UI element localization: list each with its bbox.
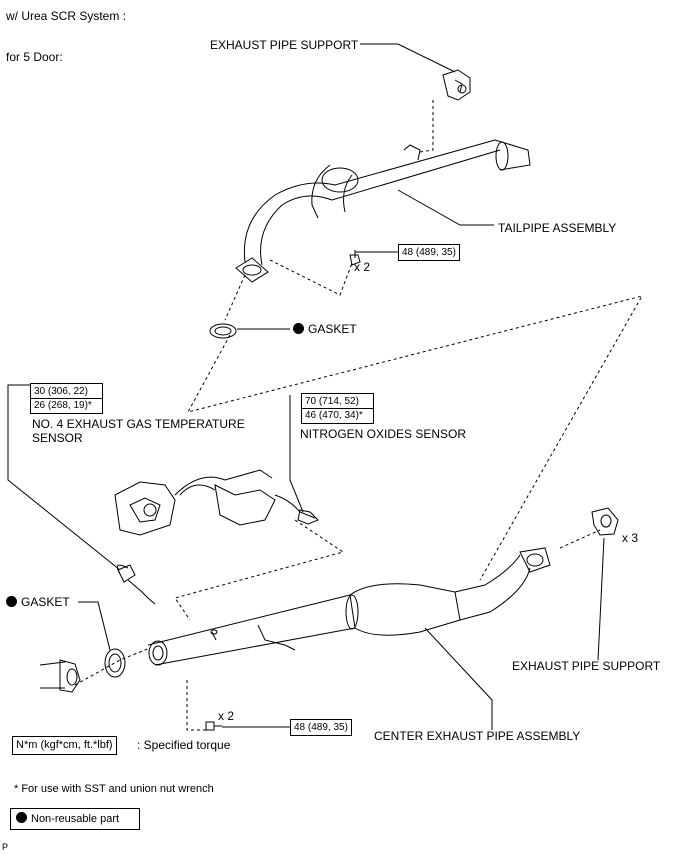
gasket-left-ring xyxy=(104,648,126,678)
gasket-left-label: GASKET xyxy=(6,595,70,609)
exhaust-support-right xyxy=(591,507,619,536)
nonreusable-icon xyxy=(293,323,304,334)
torque-nox-a: 70 (714, 52) xyxy=(305,396,359,407)
front-pipe-stub xyxy=(39,659,81,693)
torque-front-bolt: 48 (489, 35) xyxy=(290,719,352,736)
leader-lines xyxy=(7,43,605,730)
page-code: P xyxy=(2,842,9,852)
tailpipe-drawing xyxy=(235,139,531,283)
center-pipe-label: CENTER EXHAUST PIPE ASSEMBLY xyxy=(374,729,581,743)
tail-bolt-qty: x 2 xyxy=(354,260,371,274)
gasket-top-label: GASKET xyxy=(293,322,357,336)
bolt-bottom xyxy=(205,721,222,731)
exhaust-support-right-label: EXHAUST PIPE SUPPORT xyxy=(512,659,661,673)
torque-nox-sensor: 70 (714, 52) 46 (470, 34)* xyxy=(301,393,374,424)
temp-sensor-label-2: SENSOR xyxy=(32,431,83,445)
nox-sensor-label: NITROGEN OXIDES SENSOR xyxy=(300,427,467,441)
temp-sensor-label-1: NO. 4 EXHAUST GAS TEMPERATURE xyxy=(32,417,245,431)
nonreusable-icon xyxy=(16,812,27,823)
gasket-top-ring xyxy=(209,323,237,339)
nonreusable-legend: Non-reusable part xyxy=(10,808,140,830)
nonreusable-icon xyxy=(6,596,17,607)
center-pipe-drawing xyxy=(147,547,551,666)
alignment-lines xyxy=(74,100,644,731)
footnote: * For use with SST and union nut wrench xyxy=(14,783,214,795)
torque-temp-sensor-a: 30 (306, 22) xyxy=(34,386,88,397)
torque-temp-sensor-b: 26 (268, 19)* xyxy=(31,398,102,412)
torque-tail-bolt: 48 (489, 35) xyxy=(398,244,460,261)
support-nut-qty: x 3 xyxy=(622,531,639,545)
condition-text: w/ Urea SCR System : xyxy=(6,9,127,23)
units-legend-box: N*m (kgf*cm, ft.*lbf) xyxy=(12,736,117,755)
bolt-top xyxy=(349,250,361,266)
torque-nox-b: 46 (470, 34)* xyxy=(302,408,373,422)
exhaust-support-top xyxy=(442,69,471,101)
units-legend-desc: : Specified torque xyxy=(137,738,231,752)
variant-text: for 5 Door: xyxy=(6,50,63,64)
torque-temp-sensor: 30 (306, 22) 26 (268, 19)* xyxy=(30,383,103,414)
temp-sensor-probe xyxy=(116,564,156,605)
sensor-harness xyxy=(114,469,319,536)
front-bolt-qty: x 2 xyxy=(218,709,235,723)
tailpipe-label: TAILPIPE ASSEMBLY xyxy=(498,221,617,235)
exhaust-support-top-label: EXHAUST PIPE SUPPORT xyxy=(210,38,359,52)
